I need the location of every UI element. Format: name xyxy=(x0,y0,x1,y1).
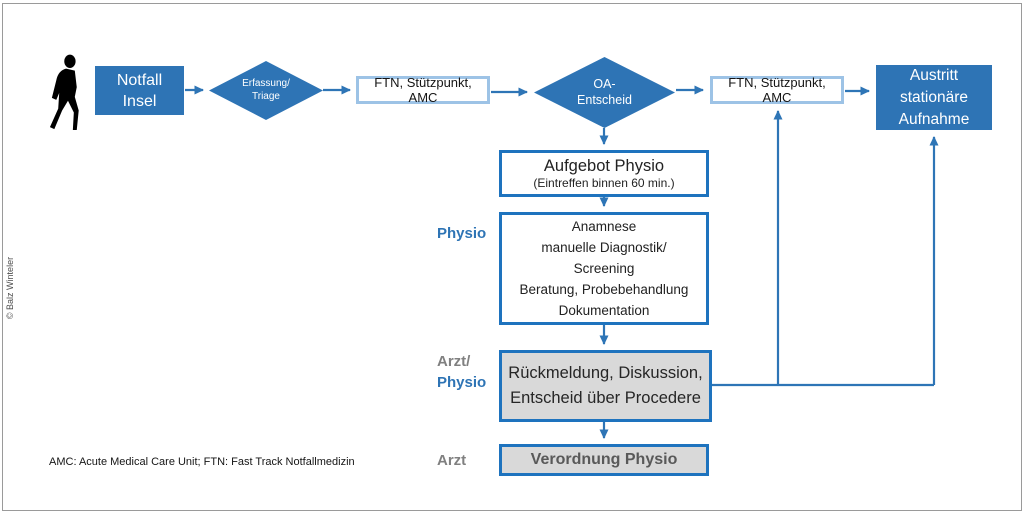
node-title: Aufgebot Physio xyxy=(543,157,665,175)
node-austritt-stationaere-aufnahme: Austritt stationäre Aufnahme xyxy=(876,65,992,130)
node-verordnung-physio: Verordnung Physio xyxy=(499,444,709,476)
node-ftn-stuetzpunkt-amc-1: FTN, Stützpunkt, AMC xyxy=(356,75,490,105)
node-label: stationäre xyxy=(899,88,969,106)
node-label: Anamnese xyxy=(571,219,637,234)
node-label: Insel xyxy=(122,92,157,110)
node-label: manuelle Diagnostik/ xyxy=(541,240,667,255)
node-label: Verordnung Physio xyxy=(530,451,678,468)
row-label-physio-part: Physio xyxy=(437,374,487,391)
node-label: Erfassung/ xyxy=(242,78,290,89)
node-label: Screening xyxy=(573,261,635,276)
node-subtitle: (Eintreffen binnen 60 min.) xyxy=(533,176,675,190)
copyright-text: © Balz Winteler xyxy=(5,256,15,320)
node-label: Notfall xyxy=(116,71,163,89)
walking-person-icon xyxy=(49,54,79,131)
node-notfall-insel: Notfall Insel xyxy=(95,66,184,115)
node-label: FTN, Stützpunkt, AMC xyxy=(728,75,826,105)
node-label: Aufnahme xyxy=(898,110,970,128)
node-label: Entscheid über Procedere xyxy=(510,389,701,407)
row-label-arzt-physio: Arzt/ Physio xyxy=(437,351,486,393)
row-label-physio: Physio xyxy=(437,225,487,242)
node-label: Dokumentation xyxy=(558,303,650,318)
node-label: OA- xyxy=(593,77,616,91)
node-aufgebot-physio: Aufgebot Physio (Eintreffen binnen 60 mi… xyxy=(499,150,709,197)
node-ftn-stuetzpunkt-amc-2: FTN, Stützpunkt, AMC xyxy=(710,75,844,105)
node-label: Rückmeldung, Diskussion, xyxy=(508,364,703,382)
node-physio-assessment: Anamnese manuelle Diagnostik/ Screening … xyxy=(499,212,709,325)
node-label: Entscheid xyxy=(577,92,632,107)
node-label: FTN, Stützpunkt, AMC xyxy=(374,75,472,105)
node-label: Beratung, Probebehandlung xyxy=(519,282,689,297)
node-label: Austritt xyxy=(909,66,959,84)
abbreviation-footnote: AMC: Acute Medical Care Unit; FTN: Fast … xyxy=(49,456,355,468)
node-erfassung-triage-diamond: Erfassung/ Triage xyxy=(209,61,323,120)
node-oa-entscheid-diamond: OA- Entscheid xyxy=(534,57,675,128)
copyright-vertical: © Balz Winteler xyxy=(0,257,44,319)
node-label: Triage xyxy=(252,90,280,102)
row-label-arzt-part: Arzt/ xyxy=(437,353,471,370)
node-rueckmeldung-entscheid: Rückmeldung, Diskussion, Entscheid über … xyxy=(499,350,712,422)
row-label-arzt: Arzt xyxy=(437,452,467,469)
